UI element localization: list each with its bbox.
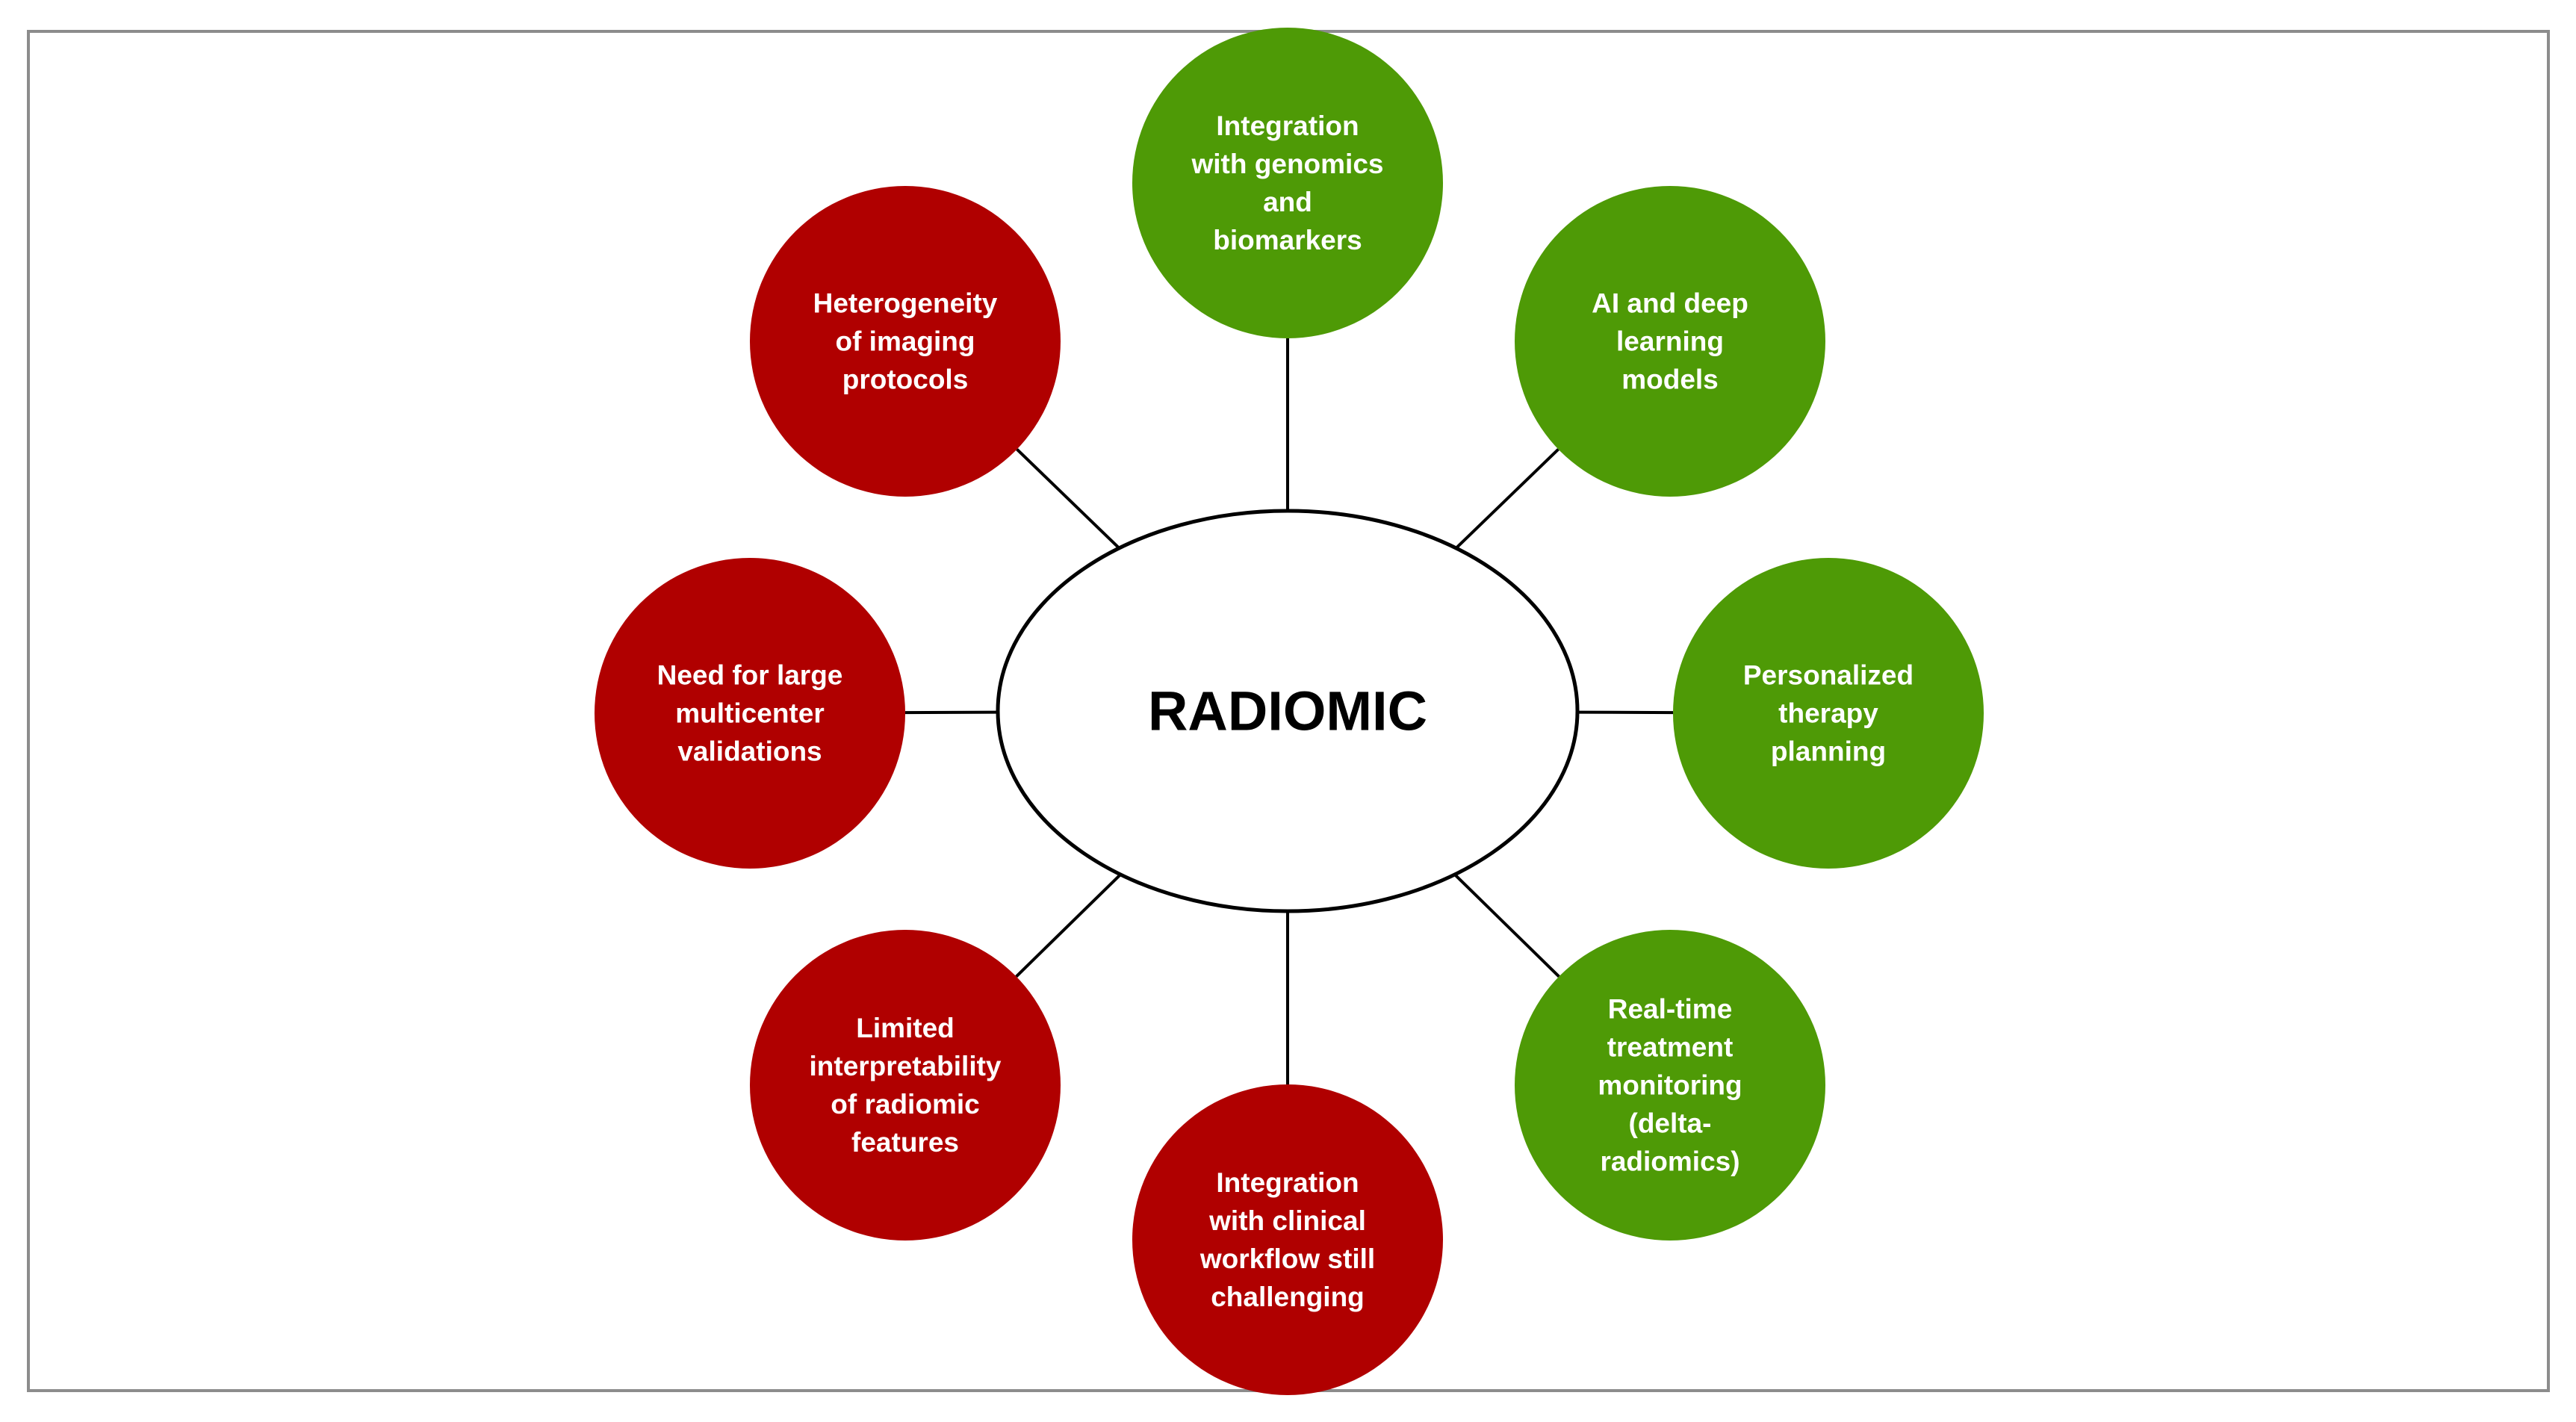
node-label-line: (delta- xyxy=(1629,1108,1712,1139)
node-interpretability: Limited interpretability of radiomic featur… xyxy=(750,930,1061,1241)
node-label-line: models xyxy=(1621,364,1719,395)
node-clinical-workflow: Integration with clinical workflow still ch… xyxy=(1132,1084,1443,1395)
connector-heterogeneity xyxy=(1016,448,1120,550)
node-label-line: of imaging xyxy=(835,326,975,357)
node-label-line: radiomics) xyxy=(1600,1146,1739,1177)
node-genomics: Integration with genomics and biomarkers xyxy=(1132,28,1443,338)
node-multicenter: Need for large multicenter validations xyxy=(595,558,905,869)
node-circle-personalized xyxy=(1673,558,1984,869)
connector-multicenter xyxy=(904,710,999,715)
center-label: RADIOMIC xyxy=(1148,680,1427,742)
node-label-line: Integration xyxy=(1216,111,1359,141)
node-circle-interpretability xyxy=(750,930,1061,1241)
node-label-line: protocols xyxy=(842,364,969,395)
node-label-line: planning xyxy=(1771,736,1886,767)
node-label-line: Limited xyxy=(856,1013,955,1043)
node-circle-real-time xyxy=(1515,930,1825,1241)
node-personalized: Personalized therapy planning xyxy=(1673,558,1984,869)
node-label-line: interpretability xyxy=(810,1051,1002,1081)
node-ai-deep-learning: AI and deep learning models xyxy=(1515,186,1825,497)
node-label-line: monitoring xyxy=(1598,1070,1742,1101)
connector-real-time xyxy=(1453,873,1560,978)
node-circle-heterogeneity xyxy=(750,186,1061,497)
node-circle-ai-deep-learning xyxy=(1515,186,1825,497)
node-label-line: challenging xyxy=(1211,1282,1365,1312)
node-label-line: Personalized xyxy=(1743,660,1914,691)
node-label-line: therapy xyxy=(1778,698,1878,729)
node-label-line: validations xyxy=(677,736,822,767)
node-label-line: Heterogeneity xyxy=(813,288,998,319)
node-label-line: biomarkers xyxy=(1213,225,1362,255)
nodes: Integration with genomics and biomarkers AI … xyxy=(595,28,1984,1395)
node-label-line: of radiomic xyxy=(831,1089,979,1120)
node-real-time: Real-time treatment monitoring (delta-radio… xyxy=(1515,930,1825,1241)
node-label-line: Real-time xyxy=(1608,994,1733,1025)
connector-personalized xyxy=(1577,710,1674,715)
node-label-line: Integration xyxy=(1216,1167,1359,1198)
node-label-line: with genomics xyxy=(1191,149,1384,179)
node-label-line: AI and deep xyxy=(1592,288,1748,319)
node-heterogeneity: Heterogeneity of imaging protocols xyxy=(750,186,1061,497)
node-label-line: learning xyxy=(1616,326,1724,357)
node-label-line: Need for large xyxy=(657,660,843,691)
connectors xyxy=(904,338,1674,1084)
node-circle-genomics xyxy=(1132,28,1443,338)
node-circle-clinical-workflow xyxy=(1132,1084,1443,1395)
center-ellipse xyxy=(996,509,1580,913)
node-label-line: features xyxy=(851,1127,959,1158)
node-label-line: with clinical xyxy=(1208,1205,1366,1236)
node-label-line: treatment xyxy=(1607,1032,1734,1063)
connector-interpretability xyxy=(1015,873,1122,978)
node-label-line: and xyxy=(1263,187,1312,217)
node-circle-multicenter xyxy=(595,558,905,869)
connector-ai-deep-learning xyxy=(1455,448,1559,550)
node-label-line: workflow still xyxy=(1199,1244,1375,1274)
node-label-line: multicenter xyxy=(675,698,824,729)
